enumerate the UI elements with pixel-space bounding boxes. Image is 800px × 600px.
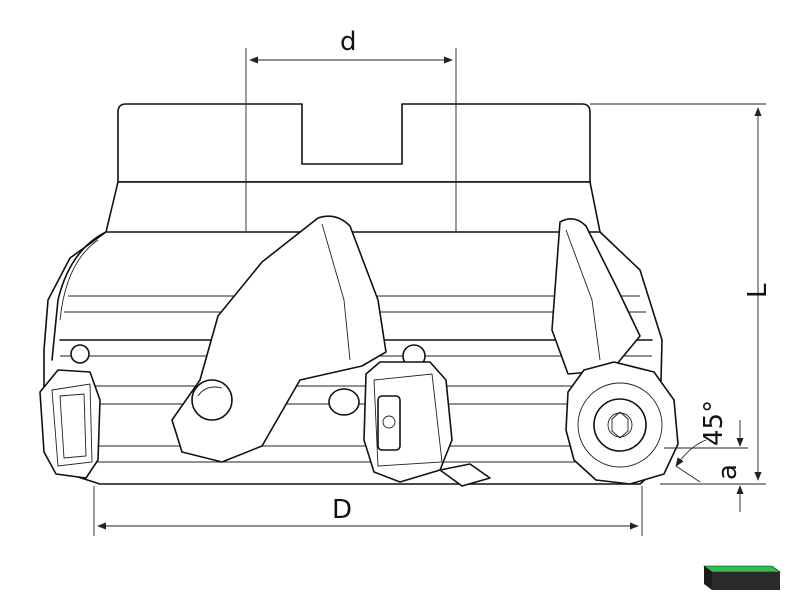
label-D: D [332, 495, 352, 525]
label-L: L [743, 283, 773, 298]
label-a: a [713, 464, 743, 480]
dimension-a: a [664, 420, 748, 512]
shank-top [117, 103, 591, 183]
insert-right [565, 361, 679, 485]
label-45-degrees: 45° [699, 400, 729, 446]
body-hole-center [328, 388, 360, 416]
label-d: d [340, 27, 357, 57]
dimension-lead-angle: 45° [675, 400, 729, 483]
cutter-body [43, 103, 663, 485]
small-hole-left [70, 344, 90, 364]
insert-coating-swatch-icon [703, 565, 781, 590]
dimension-L: L [590, 103, 773, 485]
body-hole-left [191, 379, 233, 421]
insert-left [39, 369, 101, 479]
insert-center [363, 361, 491, 487]
dimension-d: d [245, 27, 457, 232]
dimension-D: D [93, 486, 643, 536]
